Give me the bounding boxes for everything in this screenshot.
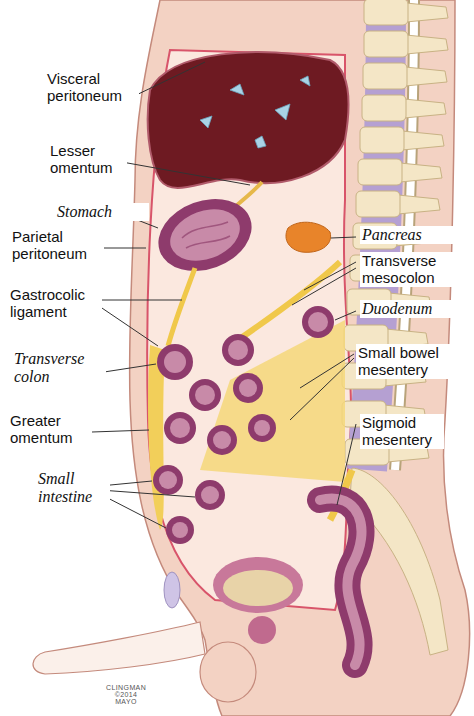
structure-label: Small bowel mesentery [356, 344, 468, 379]
liver [148, 52, 349, 188]
stomach [148, 187, 261, 284]
bowel-loop [201, 486, 219, 504]
organ-label: Pancreas [360, 226, 454, 244]
leader-line [104, 364, 156, 372]
leader-line [335, 311, 356, 320]
leader-line [92, 62, 356, 528]
structure-label: Gastrocolic ligament [8, 286, 102, 321]
lesser-omentum [236, 182, 262, 206]
bowel-loop [228, 340, 248, 360]
spine [356, 191, 440, 217]
bowel-loop [153, 465, 183, 495]
pelvic-organs [223, 570, 293, 606]
spine [363, 63, 447, 89]
leader-line [96, 300, 182, 301]
liver [275, 104, 290, 120]
pancreas [286, 222, 331, 252]
structure-label: Parietal peritoneum [10, 228, 104, 263]
leader-line [96, 304, 158, 346]
structure-label: Lesser omentum [48, 142, 127, 177]
bowel-loop [308, 312, 328, 332]
mesentery [168, 268, 195, 346]
mesentery [238, 262, 340, 340]
liver [300, 76, 310, 86]
bowel-loop [189, 379, 221, 411]
structure-label: Transverse mesocolon [360, 252, 464, 287]
pelvic-organs [320, 498, 362, 665]
pelvic-organs [213, 557, 303, 613]
spine [362, 95, 446, 121]
stomach [163, 200, 247, 270]
spine [358, 159, 442, 185]
abdominal-cavity [147, 50, 351, 610]
lesser-omentum [236, 182, 262, 206]
leader-line [337, 424, 356, 505]
leader-line [290, 358, 354, 420]
body-outline [130, 0, 470, 716]
spine [364, 0, 448, 25]
leader-line [331, 237, 356, 238]
pelvic-organs [164, 572, 180, 608]
liver [230, 84, 244, 95]
bowel-loop [172, 522, 188, 538]
structure-label: Visceral peritoneum [45, 70, 139, 105]
organ-label: Small intestine [36, 470, 110, 507]
organ-label: Transverse colon [12, 350, 106, 387]
leader-line [100, 490, 195, 497]
bowel-loop [195, 480, 225, 510]
bowel-loop [164, 351, 186, 373]
organ-label: Stomach [55, 203, 149, 221]
leader-line [92, 430, 149, 432]
structure-label: Sigmoid mesentery [360, 414, 444, 449]
organ-label: Duodenum [360, 300, 454, 318]
bowel-loop [195, 385, 215, 405]
leader-line [122, 162, 250, 185]
spine [360, 127, 444, 153]
pelvic-organs [320, 498, 362, 665]
stomach [148, 187, 261, 284]
bowel-loop [157, 344, 193, 380]
watermark: CLINGMAN ©2014 MAYO [104, 684, 148, 705]
bowel-loop [239, 379, 257, 397]
body-outline [200, 642, 256, 702]
leader-line [292, 268, 356, 305]
liver [148, 52, 349, 188]
pelvic-organs [248, 616, 276, 644]
mesentery [200, 320, 345, 482]
body-outline [33, 622, 205, 674]
leader-line [300, 354, 354, 388]
leader-line [304, 262, 356, 290]
bowel-loop [159, 471, 177, 489]
bowel-loop [170, 418, 190, 438]
bowel-loop [153, 306, 334, 544]
abdominal-cavity [147, 50, 351, 610]
bowel-loop [254, 420, 270, 436]
bowel-loop [207, 425, 237, 455]
liver [200, 116, 212, 128]
bowel-loop [248, 414, 276, 442]
pancreas [286, 222, 331, 252]
structure-label: Greater omentum [8, 412, 92, 447]
leader-line [130, 62, 205, 98]
leader-line [100, 248, 146, 249]
liver [255, 136, 266, 148]
bowel-loop [302, 306, 334, 338]
bowel-loop [233, 373, 263, 403]
bowel-loop [164, 412, 196, 444]
stomach [182, 222, 230, 248]
pelvic-organs [164, 498, 362, 665]
spine [364, 31, 448, 57]
bowel-loop [222, 334, 254, 366]
bowel-loop [166, 516, 194, 544]
bowel-loop [213, 431, 231, 449]
